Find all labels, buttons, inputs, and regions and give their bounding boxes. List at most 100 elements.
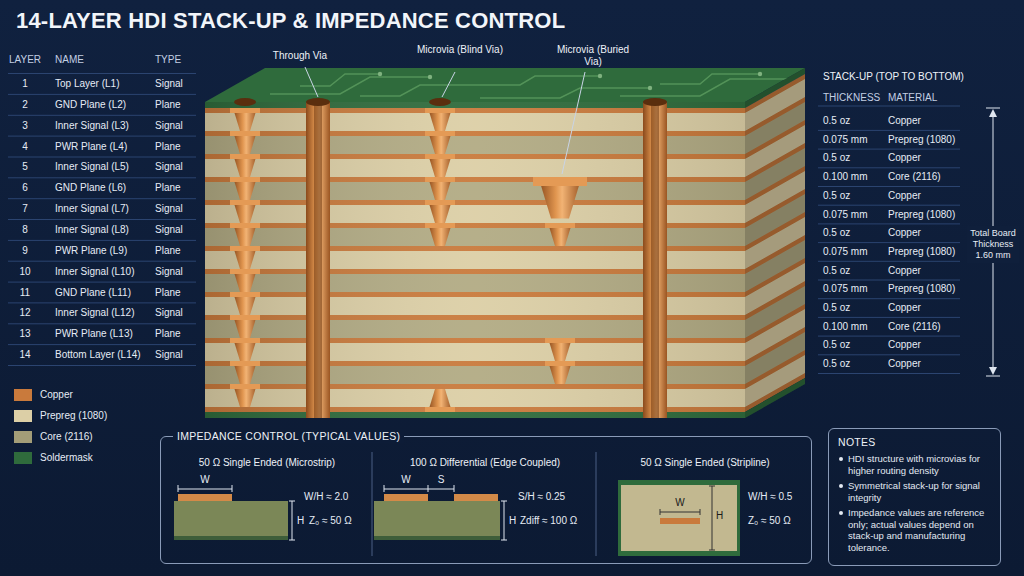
layer-name: Inner Signal (L8) — [55, 224, 129, 236]
note-item: Impedance values are reference only; act… — [838, 507, 992, 553]
material-name: Core (2116) — [888, 321, 941, 333]
layer-number: 12 — [8, 307, 42, 319]
dimension-label: H — [716, 510, 723, 522]
layer-name: Inner Signal (L12) — [55, 307, 135, 319]
column-heading: 50 Ω Single Ended (Stripline) — [597, 457, 813, 469]
layer-number: 6 — [8, 182, 42, 194]
material-name: Copper — [888, 265, 921, 277]
legend-text: Prepreg (1080) — [40, 410, 107, 422]
thickness-value: 0.5 oz — [823, 265, 850, 277]
total-thickness: Total Board Thickness 1.60 mm — [967, 226, 1019, 263]
layer-number: 11 — [8, 287, 42, 299]
thickness-value: 0.100 mm — [823, 171, 867, 183]
thickness-value: 0.5 oz — [823, 152, 850, 164]
layer-type: Plane — [155, 328, 181, 340]
layer-name: Inner Signal (L5) — [55, 161, 129, 173]
notes-heading: NOTES — [838, 436, 992, 449]
legend-swatch — [14, 410, 32, 422]
layer-type: Plane — [155, 287, 181, 299]
material-name: Prepreg (1080) — [888, 209, 955, 221]
layer-type: Plane — [155, 141, 181, 153]
layer-name: GND Plane (L2) — [55, 99, 126, 111]
thickness-value: 0.075 mm — [823, 134, 867, 146]
layer-number: 13 — [8, 328, 42, 340]
dimension-label: H — [509, 515, 516, 527]
layer-name: PWR Plane (L13) — [55, 328, 133, 340]
material-name: Prepreg (1080) — [888, 134, 955, 146]
impedance-column: 50 Ω Single Ended (Microstrip) — [161, 437, 373, 565]
thickness-value: 0.5 oz — [823, 339, 850, 351]
layer-name: GND Plane (L6) — [55, 182, 126, 194]
table-header: LAYER — [8, 54, 42, 66]
material-name: Core (2116) — [888, 171, 941, 183]
layer-type: Plane — [155, 99, 181, 111]
table-header: MATERIAL — [888, 92, 937, 104]
note-item: HDI structure with microvias for higher … — [838, 453, 992, 476]
legend-text: Soldermask — [40, 452, 93, 464]
layer-number: 9 — [8, 245, 42, 257]
impedance-value: Z₀ ≈ 50 Ω — [309, 515, 352, 527]
callout-label: Microvia (Buried Via) — [548, 44, 638, 68]
dimension-label: W — [195, 474, 215, 486]
ratio-value: W/H ≈ 2.0 — [304, 491, 348, 503]
layer-number: 1 — [8, 78, 42, 90]
layer-type: Signal — [155, 224, 183, 236]
ratio-value: W/H ≈ 0.5 — [748, 491, 792, 503]
material-name: Copper — [888, 115, 921, 127]
layer-name: PWR Plane (L4) — [55, 141, 127, 153]
dimension-label: W — [670, 497, 690, 509]
layer-name: Inner Signal (L3) — [55, 120, 129, 132]
layer-number: 14 — [8, 349, 42, 361]
layer-type: Signal — [155, 161, 183, 173]
layer-name: Inner Signal (L10) — [55, 266, 135, 278]
layer-type: Signal — [155, 78, 183, 90]
notes-box: NOTES HDI structure with microvias for hi… — [828, 428, 1001, 566]
note-item: Symmetrical stack-up for signal integrit… — [838, 480, 992, 503]
layer-number: 10 — [8, 266, 42, 278]
legend-text: Copper — [40, 389, 73, 401]
material-name: Copper — [888, 152, 921, 164]
thickness-value: 0.075 mm — [823, 209, 867, 221]
material-name: Copper — [888, 190, 921, 202]
layer-type: Signal — [155, 120, 183, 132]
table-header: TYPE — [155, 54, 181, 66]
layer-type: Signal — [155, 349, 183, 361]
material-name: Copper — [888, 302, 921, 314]
thickness-value: 0.075 mm — [823, 283, 867, 295]
layer-name: Top Layer (L1) — [55, 78, 119, 90]
layer-number: 3 — [8, 120, 42, 132]
dimension-label: W — [396, 474, 416, 486]
layer-type: Signal — [155, 307, 183, 319]
diagram-title: 14-LAYER HDI STACK-UP & IMPEDANCE CONTRO… — [16, 8, 565, 34]
dimension-label: S — [431, 474, 451, 486]
table-header: NAME — [55, 54, 84, 66]
thickness-value: 0.5 oz — [823, 358, 850, 370]
thickness-value: 0.5 oz — [823, 115, 850, 127]
thickness-value: 0.5 oz — [823, 190, 850, 202]
legend-swatch — [14, 389, 32, 401]
impedance-value: Z₀ ≈ 50 Ω — [748, 515, 791, 527]
thickness-value: 0.100 mm — [823, 321, 867, 333]
legend-swatch — [14, 431, 32, 443]
thickness-value: 0.5 oz — [823, 302, 850, 314]
table-header: THICKNESS — [823, 92, 880, 104]
layer-type: Plane — [155, 182, 181, 194]
column-heading: 100 Ω Differential (Edge Coupled) — [373, 457, 597, 469]
dimension-label: H — [297, 515, 304, 527]
layer-name: Inner Signal (L7) — [55, 203, 129, 215]
layer-number: 8 — [8, 224, 42, 236]
layer-number: 4 — [8, 141, 42, 153]
material-name: Copper — [888, 339, 921, 351]
legend-text: Core (2116) — [40, 431, 93, 443]
layer-type: Plane — [155, 245, 181, 257]
impedance-value: Zdiff ≈ 100 Ω — [520, 515, 577, 527]
column-heading: 50 Ω Single Ended (Microstrip) — [161, 457, 373, 469]
impedance-column: 100 Ω Differential (Edge Coupled) — [373, 437, 597, 565]
material-name: Copper — [888, 358, 921, 370]
impedance-column: 50 Ω Single Ended (Stripline) — [597, 437, 813, 565]
impedance-panel: IMPEDANCE CONTROL (TYPICAL VALUES)50 Ω S… — [160, 436, 812, 564]
ratio-value: S/H ≈ 0.25 — [518, 491, 565, 503]
table-title: STACK-UP (TOP TO BOTTOM) — [823, 71, 964, 83]
callout-label: Microvia (Blind Via) — [415, 44, 505, 56]
